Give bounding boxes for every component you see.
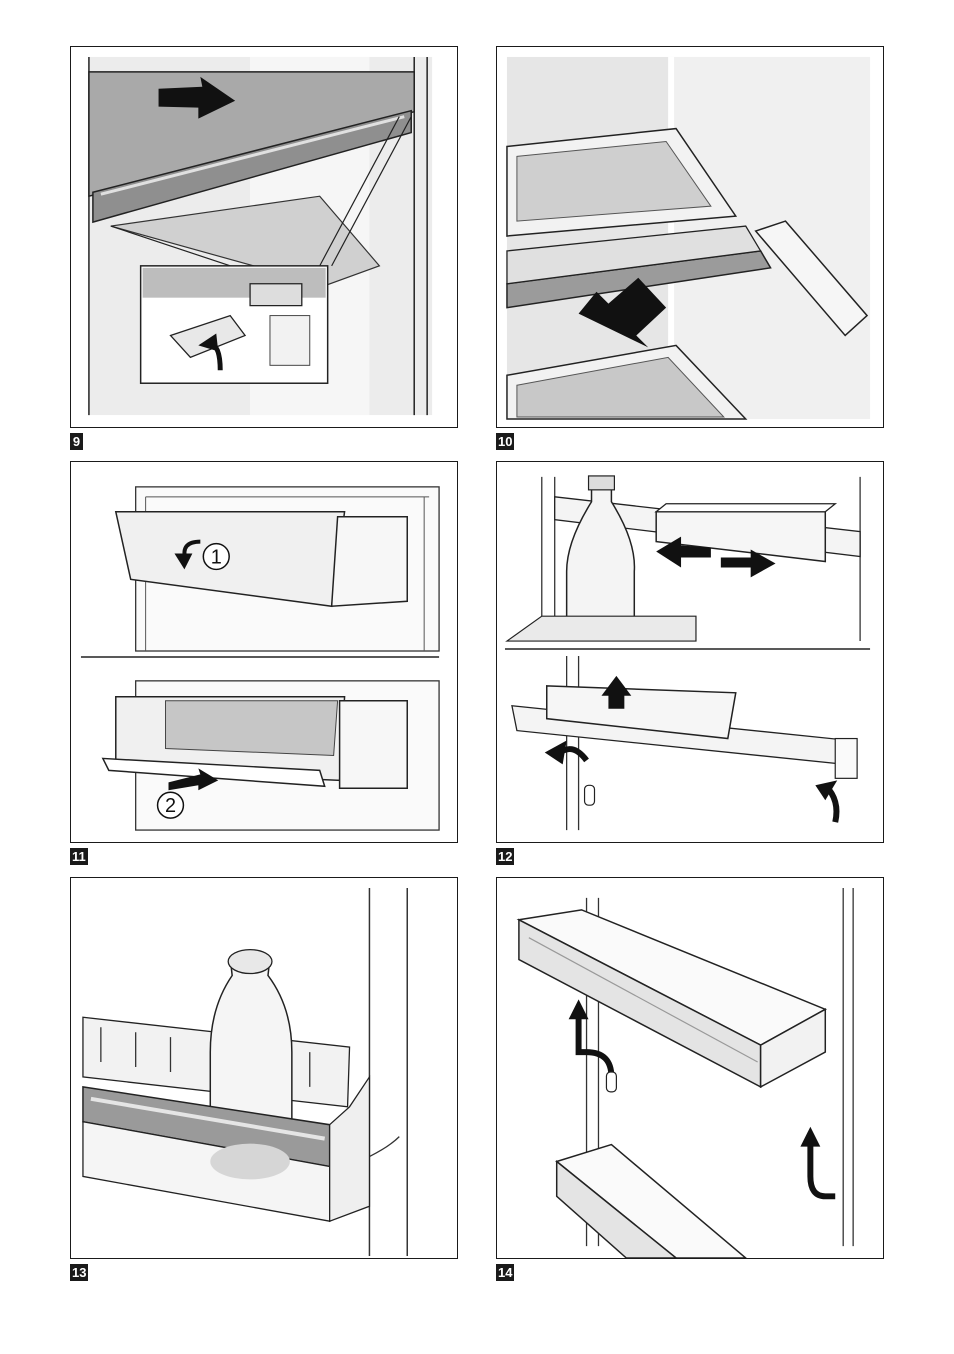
door-tray-illustration [497,878,883,1258]
shelf-insert-illustration [497,47,883,427]
figure-12-panel [496,461,884,843]
figure-10-panel [496,46,884,428]
figure-13-panel [70,877,458,1259]
figure-13-label: 13 [70,1264,88,1281]
figure-11-panel: 1 2 [70,461,458,843]
door-shelf-bottle-illustration [71,878,457,1258]
figure-9-panel [70,46,458,428]
figure-11-label: 11 [70,848,88,865]
step-1-number: 1 [211,546,222,568]
figure-14-panel [496,877,884,1259]
door-compartment-illustration: 1 2 [71,462,457,842]
step-2-number: 2 [165,795,176,817]
figure-12-label: 12 [496,848,514,865]
shelf-removal-illustration [71,47,457,427]
figure-14-label: 14 [496,1264,514,1281]
figure-10-label: 10 [496,433,514,450]
bottle-rack-illustration [497,462,883,842]
figure-9-label: 9 [70,433,83,450]
